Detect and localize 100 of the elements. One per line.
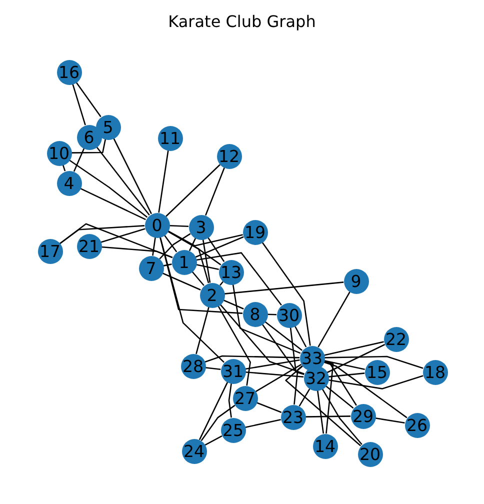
node-label: 23 [282,408,304,426]
node-label: 0 [152,216,162,234]
edge-line [267,314,277,316]
edge-line [205,366,221,370]
edge-line [62,164,66,172]
edge-line [80,188,146,220]
edge-line [232,284,301,354]
graph-node [180,354,206,378]
edge-line [101,246,173,258]
edge-line [96,146,150,216]
graph-node [96,114,120,140]
graph-node [158,126,182,150]
node-label: 20 [360,446,380,462]
node-label: 5 [102,118,114,136]
edge-line [164,234,178,252]
edge-line [262,242,311,346]
graph-node [76,124,102,150]
edge-line [68,160,148,218]
node-label: 12 [218,148,240,164]
node-label: 4 [64,174,74,192]
edge-line [256,402,282,413]
node-label: 10 [48,144,70,162]
edge-line [228,383,232,418]
edge-line [207,237,225,262]
graph-node [422,360,448,384]
graph-node [220,358,246,384]
edge-line [162,272,201,290]
node-label: 16 [58,64,80,80]
edge-line [160,236,224,363]
edge-line [196,306,210,354]
node-label: 2 [206,286,218,304]
edge-line [220,304,304,374]
graph-node [218,260,244,284]
node-label: 6 [84,128,94,146]
graph-title: Karate Club Graph [168,12,316,31]
node-label: 30 [278,306,300,324]
graph-node [138,256,164,280]
edge-line [205,167,225,216]
edge-line [264,321,302,351]
edge-line [72,84,86,126]
node-label: 25 [222,422,244,438]
edge-line [196,264,219,270]
edge-line [326,344,386,374]
graph-node [144,212,170,238]
node-label: 28 [182,358,204,374]
edge-line [255,364,302,392]
edge-line [306,416,350,418]
edge-line [294,365,303,405]
graph-node [304,366,328,390]
edge-line [202,239,211,283]
node-label: 9 [350,272,362,290]
edge-line [113,138,152,214]
node-label: 21 [78,238,100,254]
node-label: 31 [222,362,244,380]
edge-line [200,404,236,442]
node-label: 18 [424,364,446,380]
graph-node [216,144,242,168]
node-label: 11 [160,130,180,146]
graph-node [38,238,62,264]
edge-line [72,139,106,154]
graph-node [56,60,82,84]
node-label: 3 [196,218,206,236]
graph-node [46,140,72,166]
node-label: 27 [234,390,256,406]
graph-node [350,404,376,428]
node-label: 24 [184,442,204,460]
edge-line [375,417,405,424]
edge-line [204,435,222,446]
graph-node [344,268,368,294]
graph-node [242,220,268,244]
edge-line [196,252,282,306]
edge-line [324,360,357,406]
graph-node [312,434,338,458]
edge-line [198,382,228,440]
edge-line [324,360,365,370]
graph-node [384,326,408,352]
graph-node [76,234,102,258]
edge-line [298,388,310,407]
node-label: 1 [178,254,190,270]
edge-line [168,230,243,246]
edge-line [245,418,281,428]
edge-line [166,164,220,217]
node-label: 22 [386,330,406,348]
graph-node [182,438,206,464]
edge-line [152,237,156,256]
edge-line [324,356,424,369]
node-label: 13 [220,264,242,280]
node-label: 7 [146,260,156,276]
graph-node [188,214,214,240]
node-label: 15 [366,364,388,380]
edge-line [324,361,408,418]
graph-node [242,302,268,326]
edge-line [223,300,244,310]
graph-node [56,170,82,196]
graph-node [232,386,258,410]
edge-line [224,282,344,294]
edge-line [192,271,204,286]
node-label: 19 [244,224,266,240]
edge-line [169,224,189,228]
edge-line [159,236,243,314]
